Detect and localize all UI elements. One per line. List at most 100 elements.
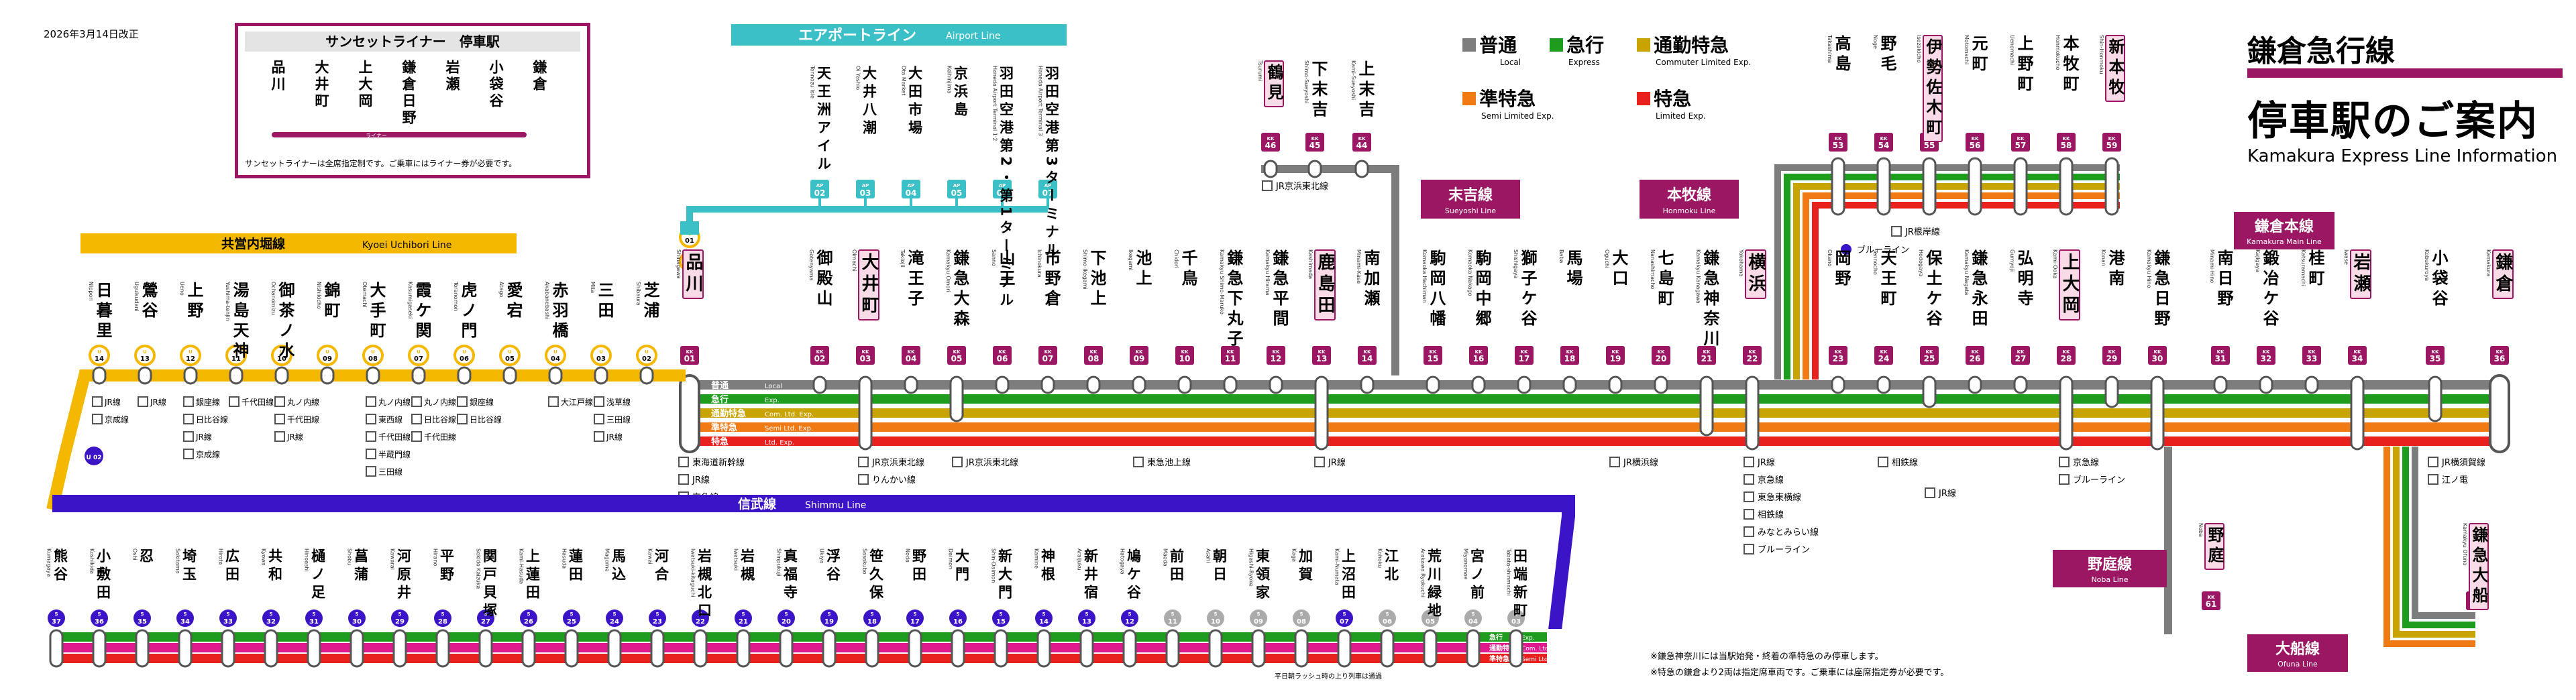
stop-marker (135, 629, 150, 668)
station-name-en: Atago (498, 282, 504, 298)
station-name-en: Kohoku (1377, 548, 1383, 569)
station-name-jp: 馬場 (1564, 249, 1582, 290)
transfer-label: 浅草線 (606, 397, 631, 407)
station-badge-code: 11 (1168, 618, 1177, 626)
station-name-en: Minami-Kase (1356, 249, 1362, 284)
station-number-badge (2202, 591, 2220, 610)
stop-marker-komaoka-nakago (1471, 375, 1486, 394)
station-badge-prefix: S (1428, 611, 1432, 617)
station-badge-code: 10 (1179, 354, 1191, 363)
station-badge-code: 02 (642, 355, 651, 363)
station-badge-code: 13 (1082, 618, 1091, 626)
stop-marker (435, 629, 450, 668)
stop-marker (366, 366, 380, 385)
service-label-jp: 通勤特急 (711, 408, 746, 419)
station-name-jp: 荒川緑地 (1426, 548, 1442, 621)
station-badge-prefix: S (784, 611, 788, 617)
station-name-en: Akabanebashi (544, 282, 550, 320)
station-badge-prefix: S (484, 611, 487, 617)
transfer-icon (457, 396, 468, 407)
station-name-jp: 大井八潮 (861, 66, 877, 138)
station-number-badge (262, 609, 280, 627)
station-number-badge (2348, 346, 2367, 365)
station-number-badge (91, 609, 108, 627)
shimmu-note: 平日朝ラッシュ時の上り列車は通過 (1275, 672, 1382, 681)
shimmu-service-label-en: Semi Ltd. (1521, 656, 1550, 663)
station-name-en: Noda (904, 548, 911, 563)
station-name-jp: 駒岡中郷 (1472, 249, 1491, 330)
stop-marker (1380, 629, 1395, 668)
station-name-en: Shinagawa (676, 249, 682, 279)
station-number-badge (820, 609, 838, 627)
station-name-jp: 鎌急大船 (2469, 523, 2489, 610)
station-number-badge (649, 609, 666, 627)
station-badge-code: 13 (140, 355, 150, 363)
stop-marker-sanno (995, 375, 1010, 394)
station-name-en: Shishigaya (1513, 249, 1519, 279)
ofuna-line-name: 大船線 (2275, 640, 2320, 658)
station-name-en: Shimo-Sueyoshi (1303, 60, 1309, 104)
station-badge-code: 07 (414, 355, 423, 363)
service-label-jp: 急行 (711, 394, 729, 405)
station-number-badge (2257, 346, 2275, 365)
station-badge-prefix: S (1299, 611, 1303, 617)
station-badge-prefix: S (312, 611, 315, 617)
station-number-badge (993, 346, 1012, 365)
shimmu-line-name: 信武線 (738, 496, 776, 512)
station-name-jp: 田端新町 (1511, 548, 1528, 621)
station-badge-prefix: U (508, 349, 512, 355)
station-number-badge (545, 345, 566, 366)
station-badge-code: 59 (2106, 141, 2118, 150)
station-number-badge (1829, 133, 1847, 152)
stop-marker-kami-ooka (2059, 375, 2074, 451)
station-badge-code: 04 (906, 354, 917, 363)
station-name-jp: 大田市場 (906, 66, 923, 138)
station-name-en: Arakawa Ryokuchi (1419, 548, 1426, 597)
transfer-label: 東西線 (378, 414, 402, 424)
station-badge-prefix: S (1256, 611, 1260, 617)
shimmu-line-name-en: Shimmu Line (805, 500, 866, 511)
station-badge-prefix: KK (1521, 349, 1528, 355)
kyoei-line-name: 共営内堀線 (221, 236, 285, 251)
transfer-label: 東急東横線 (1758, 492, 1801, 503)
station-badge-prefix: KK (1090, 349, 1097, 355)
station-name-en: Toranomon (453, 282, 459, 312)
station-badge-prefix: KK (2063, 136, 2070, 141)
station-number-badge (992, 609, 1010, 627)
station-number-badge (1305, 133, 1324, 152)
station-badge-prefix: U (645, 349, 649, 355)
station-badge-code: 03 (860, 188, 871, 198)
station-name-en: Shimo-Ikegami (1082, 249, 1088, 290)
stop-marker (49, 629, 64, 668)
station-badge-prefix: AP (953, 183, 961, 188)
station-badge-prefix: S (698, 611, 702, 617)
station-name-en: Otemachi (362, 282, 368, 308)
station-name-en: Motomachi (1964, 35, 1970, 65)
station-name-en: Tennozu Isle (809, 66, 816, 99)
stop-marker (650, 629, 665, 668)
station-name-jp: 御茶ノ水 (276, 282, 294, 362)
stop-marker-ikegami (1132, 375, 1146, 394)
sunset-stations: 品川大井町上大岡鎌倉日野岩瀬小袋谷鎌倉 (238, 60, 587, 133)
transfer-label: 京成線 (105, 414, 129, 424)
station-badge-code: 09 (1134, 354, 1145, 363)
station-name-jp: 鶯谷 (139, 282, 158, 322)
station-name-en: Kamine (1033, 548, 1040, 569)
stop-marker (138, 366, 152, 385)
station-badge-prefix: AP (908, 183, 915, 188)
service-track-express (690, 394, 2496, 404)
station-badge-code: 19 (1610, 354, 1621, 363)
stop-marker (1876, 157, 1891, 216)
station-badge-code: 09 (1254, 618, 1263, 626)
station-name-en: Shobu (346, 548, 353, 566)
